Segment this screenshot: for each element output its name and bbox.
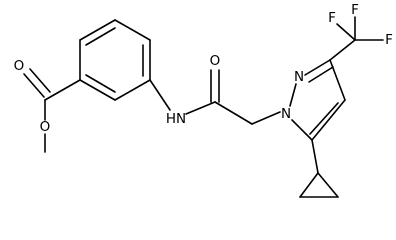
- atom-label-ester-carbonyl-o: O: [14, 58, 25, 74]
- bond-benzene-4: [114, 79, 151, 101]
- bond-benzene-5: [79, 79, 116, 101]
- atom-label-fluorine-top: F: [351, 2, 359, 18]
- atom-label-amide-nh: HN: [166, 111, 186, 127]
- bonds: [23, 16, 384, 198]
- bond-carbonyl-to-ch2: [214, 101, 253, 125]
- bond-ring-to-ester-c: [44, 79, 81, 101]
- atom-label-fluorine-left: F: [328, 10, 336, 26]
- atom-label-fluorine-right: F: [385, 32, 393, 48]
- bond-c4-c5-inner: [309, 102, 339, 135]
- bond-ch2-to-n1: [251, 111, 281, 125]
- bond-n2-c3-double-a: [304, 59, 331, 76]
- bond-ester-c-o-double-a: [23, 73, 45, 98]
- bond-cyclopropyl-1: [299, 172, 319, 198]
- bond-c5-n1: [291, 119, 313, 141]
- bond-n1-n2: [289, 83, 297, 107]
- atom-label-ester-ether-o: O: [40, 119, 51, 135]
- bond-ester-c-o-double-b: [29, 68, 51, 93]
- bond-ring-to-nh: [149, 79, 171, 111]
- atom-labels: O O HN O N N F F F: [14, 2, 393, 135]
- bond-n2-c3-double-b: [308, 66, 334, 83]
- bond-c3-cf3: [329, 39, 356, 61]
- bond-cf3-f-left: [336, 23, 356, 41]
- bond-benzene-2: [114, 19, 151, 41]
- bond-c3-c4: [329, 59, 346, 101]
- bond-benzene-5-inner: [85, 74, 116, 93]
- bond-c4-c5: [311, 99, 346, 141]
- atom-label-pyrazole-n2: N: [294, 69, 304, 85]
- bond-benzene-1: [79, 19, 116, 41]
- bond-c5-cyclopropyl: [311, 139, 319, 174]
- bond-benzene-1-inner: [85, 27, 116, 46]
- bond-nh-to-carbonyl: [185, 101, 216, 115]
- atom-label-amide-o: O: [210, 53, 221, 69]
- chemical-structure-diagram: O O HN O N N F F F: [14, 2, 393, 198]
- bond-cyclopropyl-3: [317, 172, 339, 198]
- atom-label-pyrazole-n1: N: [281, 106, 291, 122]
